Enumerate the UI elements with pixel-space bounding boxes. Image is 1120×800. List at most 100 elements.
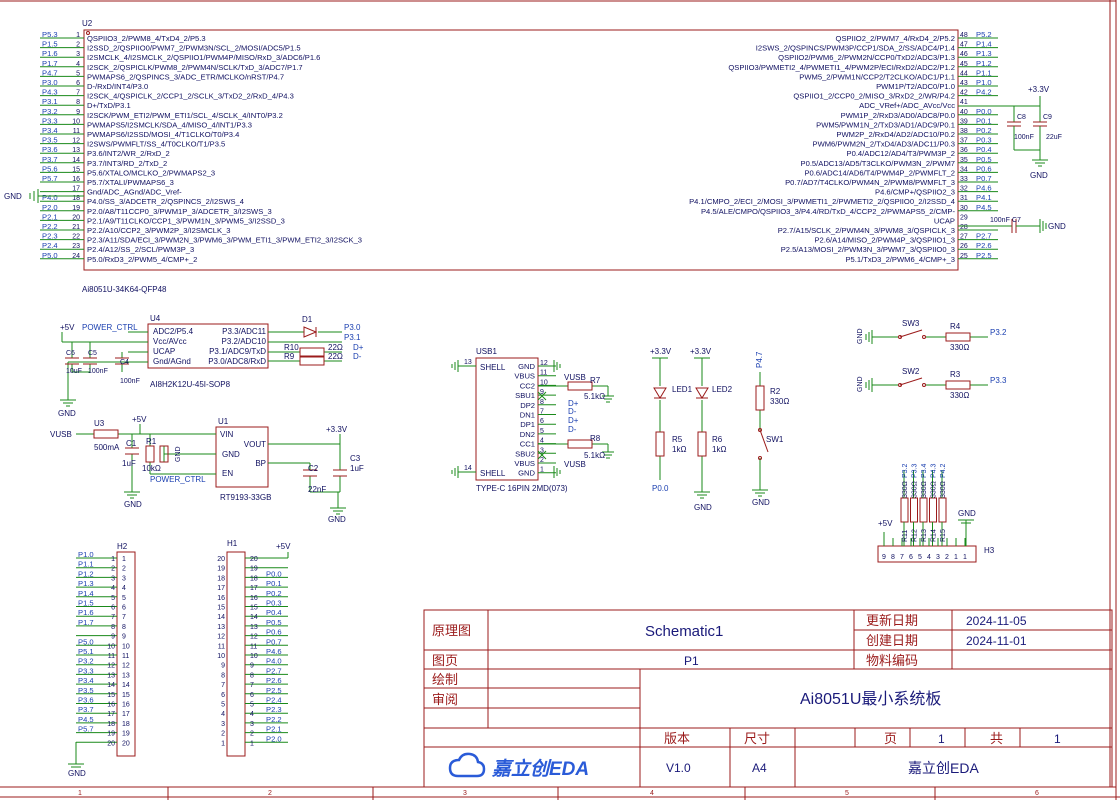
svg-text:43: 43 [960,80,968,87]
net-3v3-label: +3.3V [650,347,672,356]
jlc-logo: 嘉立创EDA [448,752,589,780]
svg-text:25: 25 [960,253,968,260]
svg-text:P3.7: P3.7 [42,155,58,164]
svg-text:12: 12 [217,634,225,641]
u4-wires [60,331,342,407]
svg-text:P1.6: P1.6 [78,608,94,617]
tb-updated-date: 2024-11-05 [966,614,1027,628]
u2-pin: 30P4.5/ALE/CMPO/QSPIIO3_3/P4.4/RD/TxD_4/… [701,203,998,216]
sw-parts [898,329,971,390]
svg-text:P2.1/A9/T11CLKO/CCP1_3/PWM1N_3: P2.1/A9/T11CLKO/CCP1_3/PWM1N_3/PWM5_3/I2… [87,216,285,225]
svg-text:P2.0: P2.0 [42,203,58,212]
u1-pin: EN [222,469,233,478]
svg-text:P1.1: P1.1 [976,68,992,77]
svg-text:D-/RxD/INT4/P3.0: D-/RxD/INT4/P3.0 [87,82,148,91]
svg-text:5: 5 [250,702,254,709]
svg-text:27: 27 [960,234,968,241]
svg-text:28: 28 [960,224,968,231]
u1-pin: GND [222,450,240,459]
svg-text:P3.7: P3.7 [78,705,94,714]
u1-pin: VIN [220,430,234,439]
tb-company: 嘉立创EDA [908,760,979,776]
svg-text:P4.7: P4.7 [42,68,58,77]
svg-text:UCAP: UCAP [934,216,955,225]
svg-text:2: 2 [221,731,225,738]
u4-pin: P3.3/ADC11 [222,327,266,336]
svg-text:48: 48 [960,32,968,39]
svg-text:39: 39 [960,118,968,125]
net-label: P3.3 [990,376,1007,385]
svg-text:P1.3: P1.3 [976,49,992,58]
svg-text:1: 1 [540,467,544,474]
c2-value: 22nF [308,485,326,494]
r7-value: 5.1kΩ [584,392,605,401]
svg-text:16: 16 [250,595,258,602]
svg-text:P2.3: P2.3 [42,232,58,241]
svg-text:P0.7: P0.7 [976,174,992,183]
svg-text:5: 5 [76,70,80,77]
svg-text:GND: GND [518,362,535,371]
u1-regulator[interactable]: U1 RT9193-33GB VIN GND EN VOUT BP [215,417,271,502]
u4-usb-bridge[interactable]: U4 AI8H2K12U-45I-SOP8 ADC2/P5.4 Vcc/AVcc… [147,314,269,389]
net-label: P0.0 [652,484,669,493]
title-block [423,609,1113,788]
u2-part: Ai8051U-34K64-QFP48 [82,285,167,294]
frame-column-labels: 1 2 3 4 5 6 [78,790,1039,797]
led2-ref: LED2 [712,385,733,394]
svg-text:DP1: DP1 [520,420,535,429]
r1-value: 10kΩ [142,464,161,473]
svg-text:P0.4: P0.4 [266,608,282,617]
usb-c-connector[interactable]: USB1 TYPE-C 16PIN 2MD(073) SHELL SHELL G… [464,347,568,493]
svg-text:P3.6: P3.6 [78,696,94,705]
svg-text:P2.1: P2.1 [266,725,282,734]
svg-text:DN2: DN2 [520,430,535,439]
svg-text:18: 18 [72,195,80,202]
r6-ref: R6 [712,435,723,444]
svg-text:19: 19 [250,566,258,573]
r3-ref: R3 [950,370,961,379]
svg-text:P0.5/ADC13/AD5/T3CLKO/PWM3N_2/: P0.5/ADC13/AD5/T3CLKO/PWM3N_2/PWM7 [801,159,955,168]
svg-text:P0.4/ADC12/AD4/T3/PWM3P_2: P0.4/ADC12/AD4/T3/PWM3P_2 [847,149,955,158]
svg-text:15: 15 [72,166,80,173]
svg-text:P5.1: P5.1 [78,647,94,656]
vusb-label: VUSB [50,430,72,439]
svg-text:P3.4: P3.4 [42,126,58,135]
svg-text:P3.5: P3.5 [78,686,94,695]
svg-text:P3.0: P3.0 [42,78,58,87]
usb-pin: DN2 5 [520,428,556,439]
svg-text:P5.0: P5.0 [78,637,94,646]
svg-text:4: 4 [122,585,126,592]
svg-text:12: 12 [122,663,130,670]
svg-text:330Ω: 330Ω [902,481,909,498]
svg-text:6: 6 [122,605,126,612]
svg-text:10: 10 [107,643,115,650]
svg-text:SBU2: SBU2 [515,449,535,458]
net-3v3-label: +3.3V [690,347,712,356]
svg-text:P1.1: P1.1 [78,560,94,569]
svg-text:26: 26 [960,243,968,250]
gnd-symbol [29,189,84,203]
svg-text:5: 5 [540,428,544,435]
